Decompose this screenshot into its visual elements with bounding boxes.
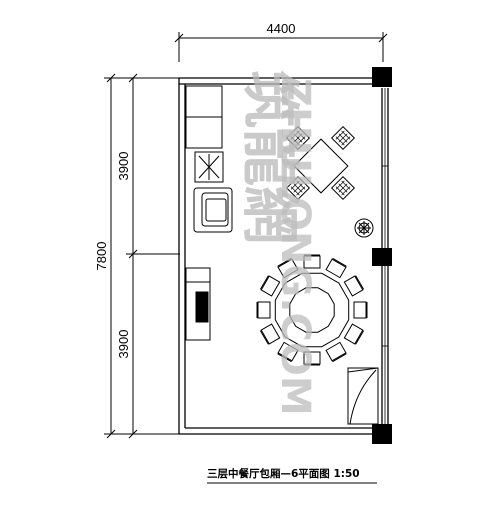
watermark: 筑龍網 ZHULONG.COM bbox=[236, 70, 318, 416]
entry-door bbox=[347, 367, 379, 425]
round-table-chair bbox=[353, 301, 368, 319]
square-table-chair bbox=[330, 125, 356, 151]
round-table-chair bbox=[277, 257, 299, 279]
square-dining-table bbox=[293, 138, 349, 194]
room-walls bbox=[178, 77, 389, 435]
watermark-latin: ZHULONG.COM bbox=[272, 78, 318, 416]
sideboard bbox=[185, 85, 223, 149]
square-table-chair bbox=[285, 125, 311, 151]
watermark-chinese: 筑龍網 bbox=[236, 70, 304, 244]
column-bottom-right bbox=[372, 424, 392, 444]
armchair bbox=[193, 187, 233, 233]
column-mid-right bbox=[372, 248, 392, 266]
round-table-chairs bbox=[256, 254, 368, 366]
round-banquet-table bbox=[274, 272, 350, 348]
round-table-chair bbox=[277, 341, 299, 363]
upper-segment-text: 3900 bbox=[116, 152, 131, 181]
left-dimensions bbox=[104, 73, 180, 439]
round-table-chair bbox=[259, 323, 281, 345]
potted-plant bbox=[354, 218, 374, 238]
tv-cabinet bbox=[185, 267, 211, 341]
top-dimension-text: 4400 bbox=[267, 21, 296, 36]
display-cabinet bbox=[194, 151, 224, 183]
round-table-chair bbox=[303, 351, 321, 366]
square-table-chair bbox=[285, 175, 311, 201]
round-table-chair bbox=[325, 257, 347, 279]
drawing-caption: 三层中餐厅包厢—6平面图 1:50 bbox=[207, 467, 360, 480]
round-table-chair bbox=[259, 275, 281, 297]
square-table-chairs bbox=[285, 125, 356, 201]
round-table-chair bbox=[343, 275, 365, 297]
column-top-right bbox=[372, 67, 392, 87]
top-dimension bbox=[174, 32, 388, 62]
square-table-chair bbox=[330, 175, 356, 201]
round-table-chair bbox=[343, 323, 365, 345]
round-table-chair bbox=[325, 341, 347, 363]
overall-height-text: 7800 bbox=[94, 242, 109, 271]
structural-columns bbox=[372, 67, 392, 444]
round-table-chair bbox=[303, 254, 321, 269]
lower-segment-text: 3900 bbox=[116, 330, 131, 359]
round-table-chair bbox=[256, 301, 271, 319]
window-glazing bbox=[382, 88, 388, 424]
